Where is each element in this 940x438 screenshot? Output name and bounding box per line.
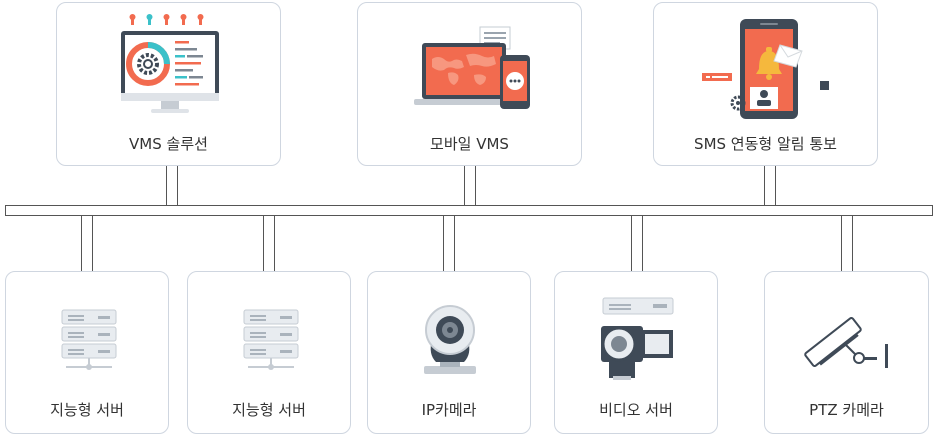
node-label: SMS 연동형 알림 통보	[694, 135, 837, 153]
node-label: 지능형 서버	[232, 401, 306, 419]
node-label: 모바일 VMS	[430, 135, 509, 153]
node-label: IP카메라	[421, 401, 477, 419]
node-ip-camera[interactable]: IP카메라	[367, 271, 531, 434]
connector	[263, 215, 275, 272]
node-label: 지능형 서버	[50, 401, 124, 419]
node-label: 비디오 서버	[599, 401, 673, 419]
video-camera-icon	[601, 297, 674, 380]
node-intelligent-server-2[interactable]: 지능형 서버	[187, 271, 351, 434]
connector	[166, 165, 178, 206]
connector	[81, 215, 93, 272]
server-icon	[243, 309, 299, 370]
node-sms-alert[interactable]: SMS 연동형 알림 통보	[653, 2, 878, 166]
network-bus	[5, 205, 933, 216]
node-intelligent-server-1[interactable]: 지능형 서버	[5, 271, 169, 434]
node-label: VMS 솔루션	[129, 135, 208, 153]
webcam-icon	[424, 305, 476, 374]
node-vms-solution[interactable]: VMS 솔루션	[56, 2, 281, 166]
phone-bell-icon	[702, 19, 829, 119]
node-ptz-camera[interactable]: PTZ 카메라	[764, 271, 929, 434]
laptop-phone-icon	[414, 26, 530, 109]
node-video-server[interactable]: 비디오 서버	[554, 271, 718, 434]
node-label: PTZ 카메라	[809, 401, 884, 419]
connector	[631, 215, 643, 272]
connector	[764, 165, 776, 206]
ptz-camera-icon	[804, 317, 888, 368]
server-icon	[61, 309, 117, 370]
node-mobile-vms[interactable]: 모바일 VMS	[357, 2, 582, 166]
connector	[464, 165, 476, 206]
monitor-dashboard-icon	[121, 14, 219, 113]
connector	[443, 215, 455, 272]
connector	[841, 215, 853, 272]
